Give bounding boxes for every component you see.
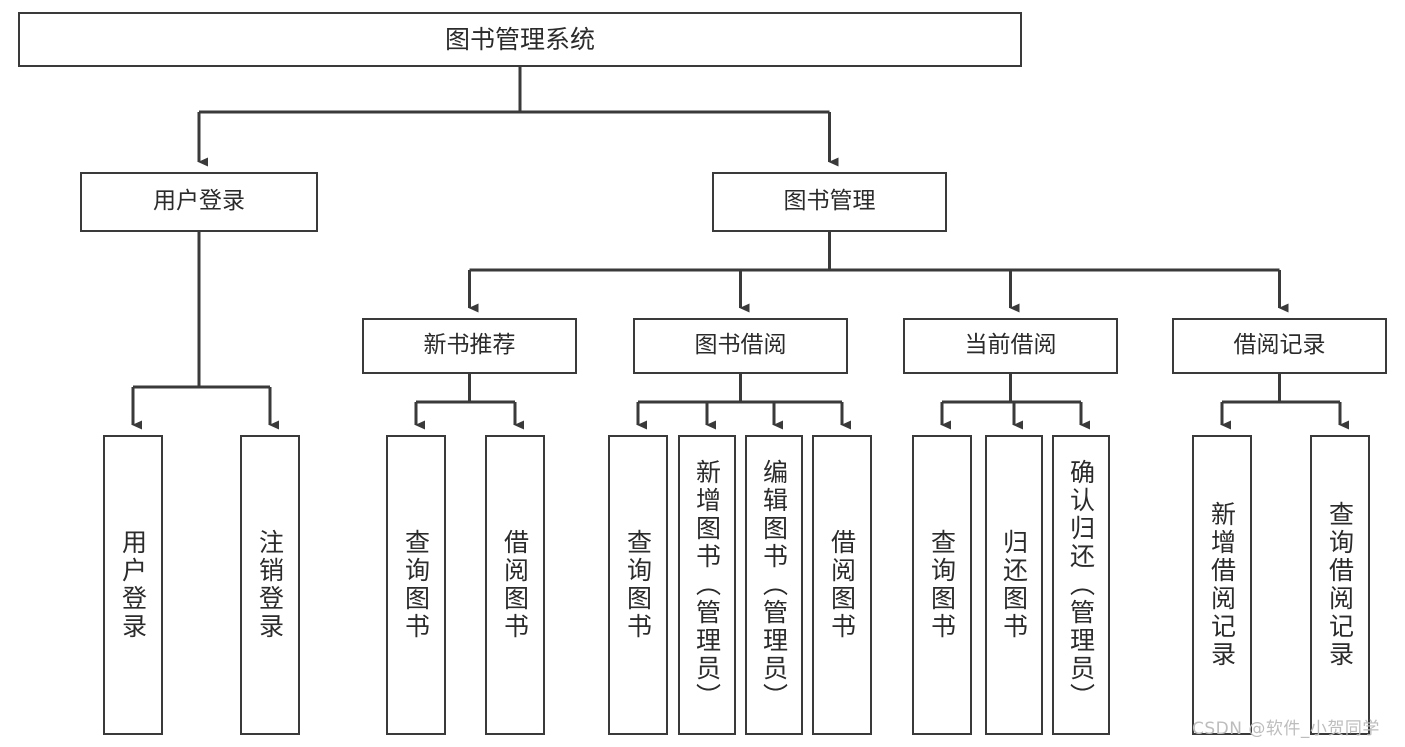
node-label-user-login: 用户登录 (153, 188, 245, 215)
node-label-leaf-query-record: 查询借阅记录 (1325, 501, 1355, 669)
node-label-leaf-query-book-3: 查询图书 (927, 529, 957, 641)
node-label-root: 图书管理系统 (444, 24, 595, 54)
node-label-new-book-recommend: 新书推荐 (423, 332, 516, 359)
node-book-management[interactable]: 图书管理 (712, 172, 947, 232)
node-label-leaf-edit-book: 编辑图书（管理员） (759, 459, 789, 711)
node-label-book-management: 图书管理 (783, 188, 876, 215)
node-leaf-query-book-3[interactable]: 查询图书 (912, 435, 972, 735)
node-label-borrow-record: 借阅记录 (1233, 332, 1326, 359)
node-leaf-edit-book[interactable]: 编辑图书（管理员） (745, 435, 803, 735)
node-borrow-record[interactable]: 借阅记录 (1172, 318, 1387, 374)
node-label-leaf-add-record: 新增借阅记录 (1207, 501, 1237, 669)
node-label-leaf-borrow-book-2: 借阅图书 (827, 529, 857, 641)
connector-layer (131, 67, 1349, 430)
node-leaf-borrow-book-2[interactable]: 借阅图书 (812, 435, 872, 735)
node-current-borrow[interactable]: 当前借阅 (903, 318, 1118, 374)
node-leaf-confirm-return[interactable]: 确认归还（管理员） (1052, 435, 1110, 735)
node-label-leaf-add-book: 新增图书（管理员） (692, 459, 722, 711)
node-label-book-borrow: 图书借阅 (694, 332, 787, 359)
node-label-leaf-logout: 注销登录 (255, 529, 285, 641)
node-label-leaf-borrow-book-1: 借阅图书 (500, 529, 530, 641)
node-leaf-query-book-1[interactable]: 查询图书 (386, 435, 446, 735)
node-leaf-return-book[interactable]: 归还图书 (985, 435, 1043, 735)
node-root[interactable]: 图书管理系统 (18, 12, 1022, 67)
node-label-leaf-query-book-2: 查询图书 (623, 529, 653, 641)
node-label-leaf-query-book-1: 查询图书 (401, 529, 431, 641)
node-leaf-logout[interactable]: 注销登录 (240, 435, 300, 735)
node-label-leaf-user-login: 用户登录 (118, 529, 148, 641)
node-user-login[interactable]: 用户登录 (80, 172, 318, 232)
node-leaf-query-record[interactable]: 查询借阅记录 (1310, 435, 1370, 735)
node-label-current-borrow: 当前借阅 (964, 332, 1057, 359)
node-leaf-add-book[interactable]: 新增图书（管理员） (678, 435, 736, 735)
node-leaf-user-login[interactable]: 用户登录 (103, 435, 163, 735)
node-label-leaf-return-book: 归还图书 (999, 529, 1029, 641)
node-leaf-borrow-book-1[interactable]: 借阅图书 (485, 435, 545, 735)
node-leaf-add-record[interactable]: 新增借阅记录 (1192, 435, 1252, 735)
node-leaf-query-book-2[interactable]: 查询图书 (608, 435, 668, 735)
node-book-borrow[interactable]: 图书借阅 (633, 318, 848, 374)
node-label-leaf-confirm-return: 确认归还（管理员） (1066, 459, 1096, 711)
node-new-book-recommend[interactable]: 新书推荐 (362, 318, 577, 374)
